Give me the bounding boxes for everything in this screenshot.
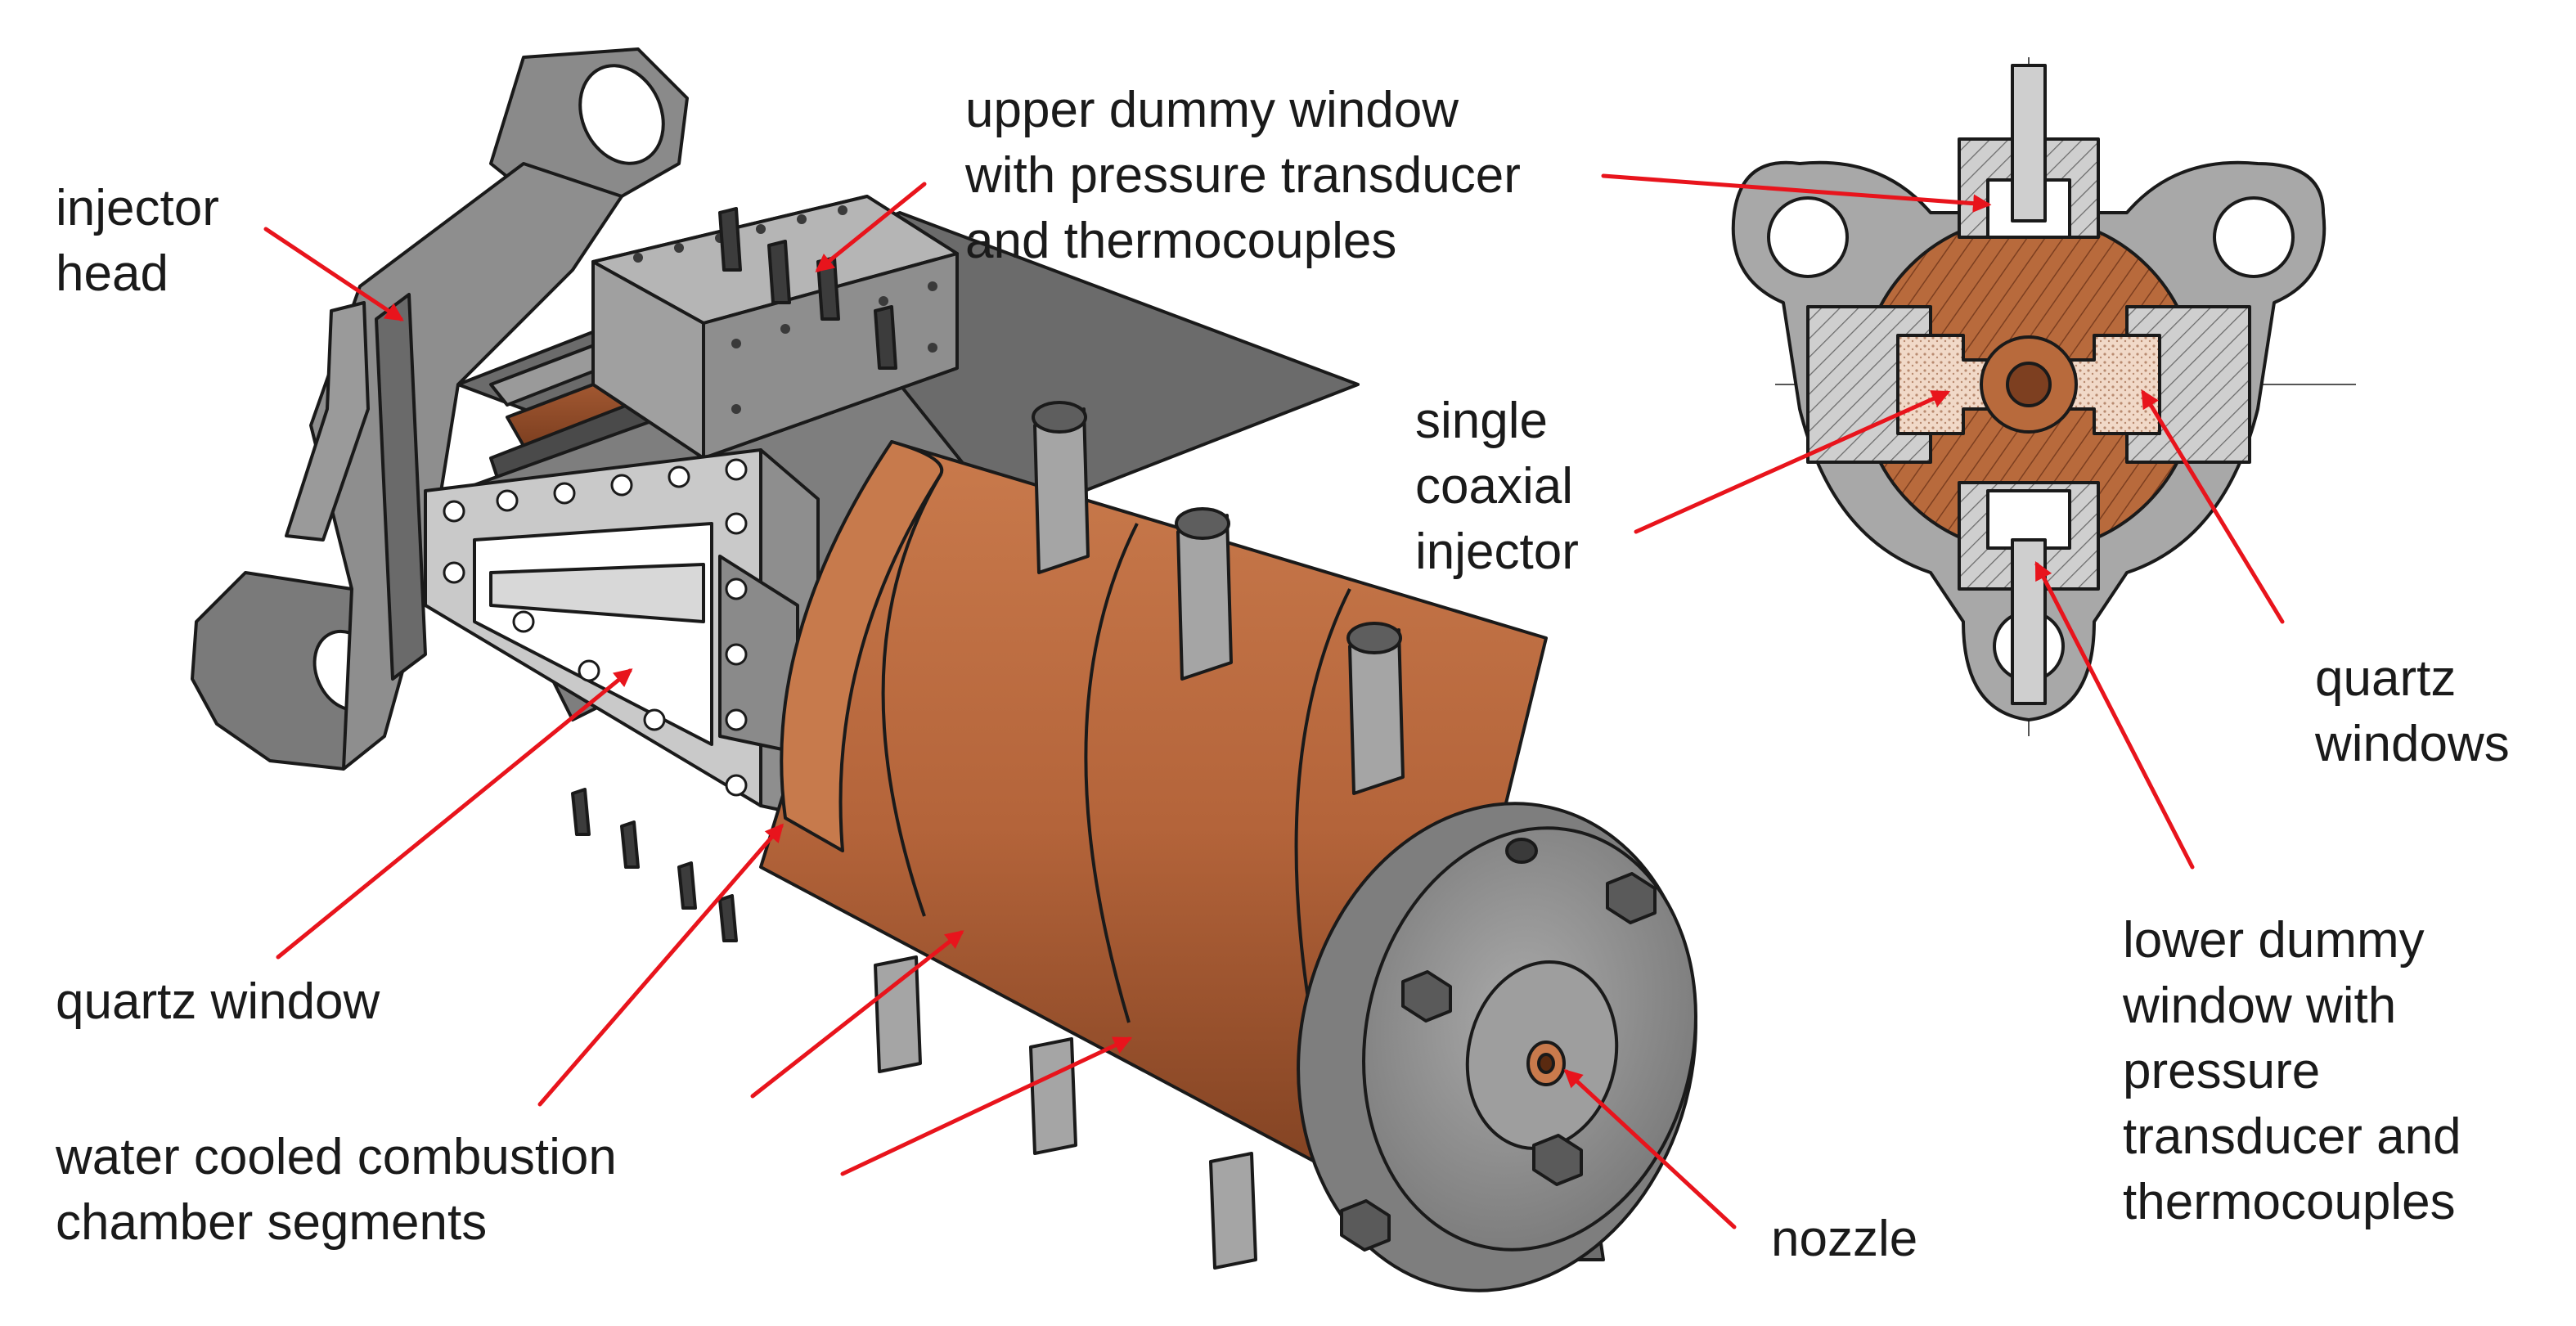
arrow-segment-1 bbox=[537, 823, 784, 1107]
label-quartz-window: quartz window bbox=[56, 973, 380, 1030]
label-nozzle: nozzle bbox=[1771, 1211, 1918, 1267]
end-plate-nuts bbox=[1340, 872, 1657, 1252]
arrow-upper-dummy-window-section bbox=[1601, 173, 1992, 213]
label-upper-dummy-window: upper dummy window with pressure transdu… bbox=[965, 82, 1521, 269]
label-lower-dummy-window: lower dummy window with pressure transdu… bbox=[2123, 912, 2461, 1230]
arrow-nozzle bbox=[1563, 1068, 1737, 1229]
label-quartz-windows: quartz windows bbox=[2315, 650, 2510, 772]
thermocouple-probes bbox=[718, 207, 897, 370]
arrow-segment-3 bbox=[840, 1036, 1133, 1176]
quartz-window-frame bbox=[424, 448, 820, 942]
arrow-injector-head bbox=[263, 227, 404, 321]
label-water-cooled-segments: water cooled combustion chamber segments bbox=[56, 1129, 617, 1251]
combustion-chamber-3d-view bbox=[191, 47, 1697, 1292]
leader-arrows bbox=[263, 173, 2285, 1229]
label-injector-head: injector head bbox=[56, 180, 219, 302]
arrow-lower-dummy-window bbox=[2034, 560, 2195, 870]
upper-dummy-window-block bbox=[591, 195, 959, 460]
cross-section-view bbox=[1731, 57, 2356, 736]
arrow-quartz-windows bbox=[2141, 389, 2285, 624]
arrow-quartz-window bbox=[276, 668, 633, 960]
frame-bolts bbox=[443, 458, 748, 797]
nozzle-end-plate bbox=[1297, 802, 1697, 1292]
label-single-coaxial-injector: single coaxial injector bbox=[1415, 393, 1579, 580]
arrow-single-coaxial-injector bbox=[1634, 390, 1951, 534]
arrow-upper-dummy-window bbox=[815, 182, 927, 272]
lower-probes bbox=[571, 788, 738, 942]
arrow-segment-2 bbox=[750, 930, 964, 1099]
